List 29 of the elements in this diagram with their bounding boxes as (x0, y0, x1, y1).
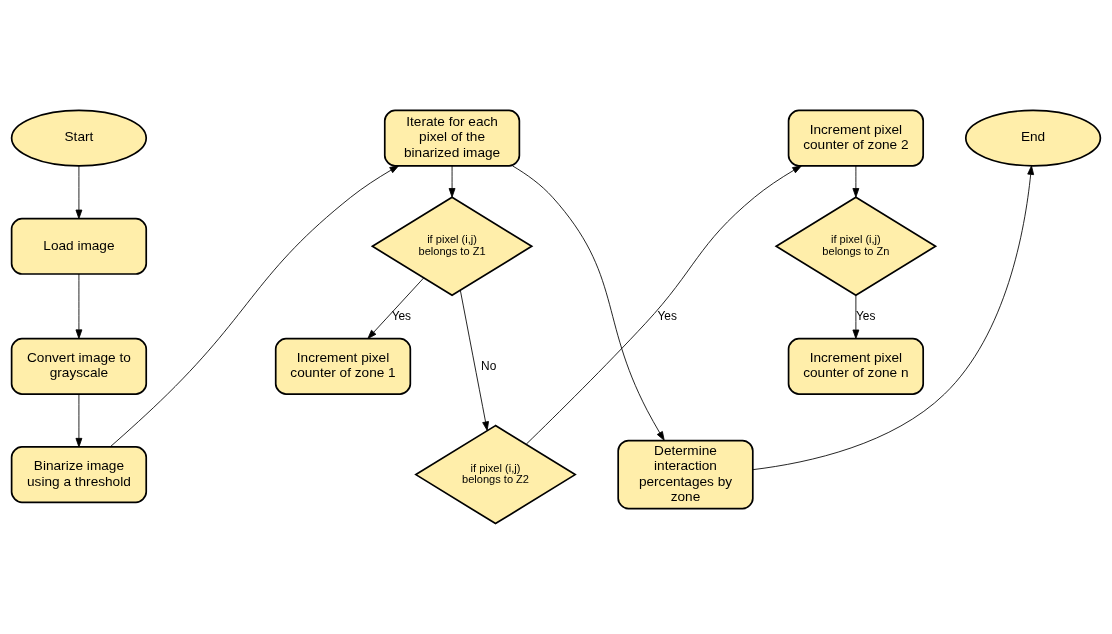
arrow (367, 277, 425, 339)
node-box: Iterate for each pixel of the binarized image (383, 109, 521, 167)
arrow (75, 165, 83, 219)
node-box: Binarize image using a threshold (10, 446, 148, 504)
arrow (75, 393, 83, 448)
arrow (852, 294, 860, 339)
arrow (459, 289, 489, 431)
node-box: Increment pixel counter of zone n (787, 337, 925, 395)
node-diamond: if pixel (i,j) belongs to Zn (774, 196, 938, 297)
edge-label: Yes (391, 309, 412, 324)
edge-label: Yes (657, 309, 677, 324)
arrow (752, 165, 1035, 471)
node-diamond: if pixel (i,j) belongs to Z1 (370, 196, 534, 297)
node-box: Convert image to grayscale (10, 337, 148, 395)
node-box: Increment pixel counter of zone 1 (274, 337, 412, 395)
arrow (109, 165, 399, 448)
arrow (852, 165, 860, 198)
edge-label: Yes (855, 309, 876, 324)
node-box: Load image (10, 217, 148, 275)
node-diamond: if pixel (i,j) belongs to Z2 (414, 424, 577, 525)
arrow (75, 273, 83, 339)
edge-label: No (481, 358, 497, 373)
arrow (448, 165, 456, 198)
node-ellipse: End (964, 109, 1102, 167)
node-box: Increment pixel counter of zone 2 (787, 109, 925, 167)
arrow (525, 165, 802, 445)
node-ellipse: Start (10, 109, 148, 167)
arrow (512, 165, 665, 441)
node-box: Determine interaction percentages by zone (617, 439, 754, 510)
